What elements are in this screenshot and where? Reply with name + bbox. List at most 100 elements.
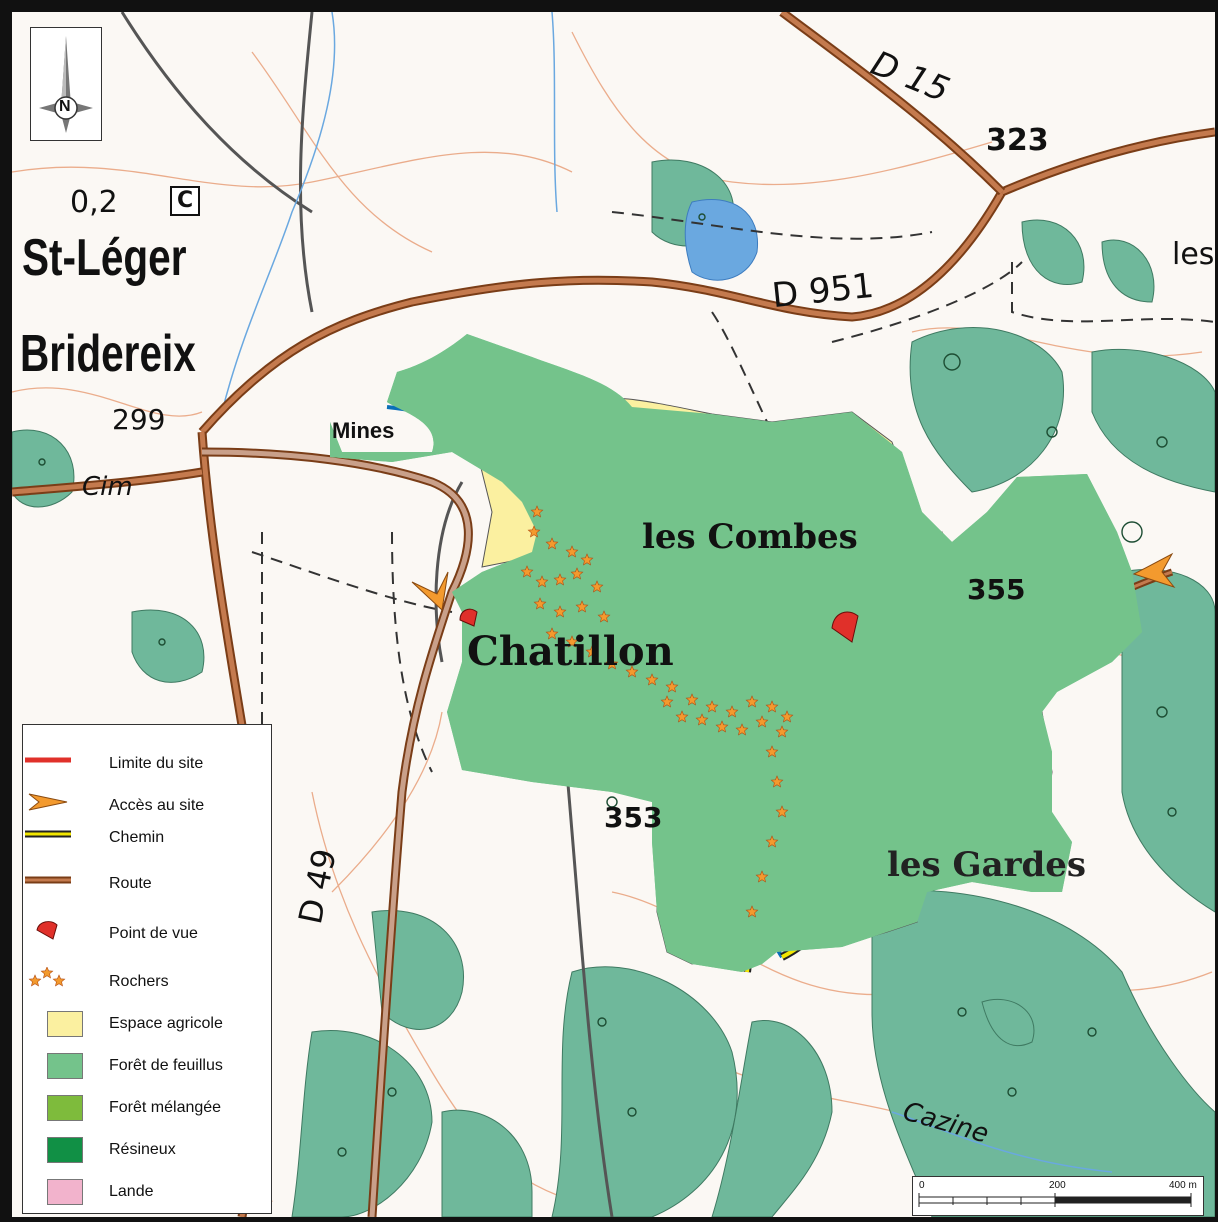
compass-icon bbox=[39, 36, 93, 133]
rock-star bbox=[533, 597, 547, 610]
legend-item-espace-agricole: Espace agricole bbox=[23, 1009, 271, 1039]
viewpoint-icon bbox=[459, 608, 478, 627]
rock-star bbox=[665, 680, 679, 693]
rock-star bbox=[530, 505, 544, 518]
place-bridereix: Bridereix bbox=[20, 325, 196, 383]
road-d951: D 951 bbox=[770, 265, 876, 317]
rock-star bbox=[625, 665, 639, 678]
legend-item-melangee: Forêt mélangée bbox=[23, 1093, 271, 1123]
yellow-double-line-icon bbox=[25, 830, 71, 838]
stars-icon bbox=[28, 967, 66, 987]
elevation-355: 355 bbox=[967, 573, 1026, 606]
rock-star bbox=[597, 610, 611, 623]
legend-item-limite: Limite du site bbox=[23, 749, 271, 779]
rock-star bbox=[775, 805, 789, 818]
cemetery-marker: C bbox=[170, 186, 201, 216]
legend-item-route: Route bbox=[23, 869, 271, 899]
rock-star bbox=[570, 567, 584, 580]
swatch-lande bbox=[47, 1179, 83, 1205]
access-arrow-east bbox=[1132, 552, 1176, 588]
viewpoint-icon bbox=[831, 611, 859, 643]
streams bbox=[221, 12, 1113, 1173]
rock-star bbox=[553, 605, 567, 618]
rock-star bbox=[535, 575, 549, 588]
rock-star bbox=[527, 525, 541, 538]
red-line-icon bbox=[25, 757, 71, 763]
place-les-combes: les Combes bbox=[642, 517, 858, 557]
rock-star bbox=[553, 573, 567, 586]
rock-star bbox=[545, 627, 559, 640]
rock-star bbox=[605, 657, 619, 670]
swatch-agricole bbox=[47, 1011, 83, 1037]
scale-bar: 0 200 400 m bbox=[912, 1176, 1204, 1216]
rock-star bbox=[52, 974, 66, 987]
scale-zero: 0 bbox=[919, 1180, 925, 1191]
rock-star bbox=[575, 600, 589, 613]
rock-star bbox=[545, 537, 559, 550]
place-st-leger: St-Léger bbox=[22, 229, 187, 287]
rock-star bbox=[585, 645, 599, 658]
rock-star bbox=[645, 673, 659, 686]
viewpoints bbox=[459, 608, 859, 643]
rock-star bbox=[28, 974, 42, 987]
rock-star bbox=[755, 715, 769, 728]
legend-item-resineux: Résineux bbox=[23, 1135, 271, 1165]
rock-star bbox=[520, 565, 534, 578]
legend: Limite du site Accès au site Chemin Rout… bbox=[22, 724, 272, 1214]
rock-star bbox=[695, 713, 709, 726]
rock-star bbox=[745, 905, 759, 918]
access-arrow-west bbox=[411, 571, 449, 612]
map-graphics bbox=[12, 12, 1215, 1217]
rock-star bbox=[40, 967, 54, 979]
north-label: N bbox=[59, 98, 71, 115]
swatch-melangee bbox=[47, 1095, 83, 1121]
rock-star bbox=[660, 695, 674, 708]
swatch-feuillus bbox=[47, 1053, 83, 1079]
tracks bbox=[251, 211, 1215, 773]
legend-item-point-de-vue: Point de vue bbox=[23, 919, 271, 949]
elevation-353: 353 bbox=[604, 801, 663, 834]
scale-end: 400 m bbox=[1169, 1180, 1197, 1191]
legend-item-rochers: Rochers bbox=[23, 967, 271, 997]
rock-star bbox=[715, 720, 729, 733]
scale-mid: 200 bbox=[1049, 1180, 1066, 1191]
scale-graphic bbox=[918, 1193, 1192, 1207]
orange-arrow-icon bbox=[28, 793, 68, 811]
rock-star bbox=[725, 705, 739, 718]
swatch-resineux bbox=[47, 1137, 83, 1163]
map-canvas: St-Léger Bridereix les Combes Chatillon … bbox=[12, 12, 1215, 1217]
legend-item-chemin: Chemin bbox=[23, 823, 271, 853]
rock-star bbox=[675, 710, 689, 723]
rock-star bbox=[580, 553, 594, 566]
rock-star bbox=[565, 635, 579, 648]
place-chatillon: Chatillon bbox=[467, 628, 674, 675]
legend-item-acces: Accès au site bbox=[23, 791, 271, 821]
rock-star bbox=[685, 693, 699, 706]
place-les-gardes: les Gardes bbox=[887, 845, 1087, 885]
viewpoint-icon bbox=[36, 921, 58, 940]
pond bbox=[684, 198, 759, 281]
brown-double-line-icon bbox=[25, 876, 71, 884]
elevation-323: 323 bbox=[986, 123, 1049, 158]
access-arrows bbox=[411, 552, 1176, 612]
rock-star bbox=[565, 545, 579, 558]
rock-star bbox=[775, 725, 789, 738]
rock-star bbox=[745, 695, 759, 708]
rock-star bbox=[770, 775, 784, 788]
rock-star bbox=[755, 870, 769, 883]
north-arrow: N bbox=[30, 27, 102, 141]
rock-star bbox=[765, 700, 779, 713]
rocks bbox=[520, 505, 794, 918]
rock-star bbox=[705, 700, 719, 713]
legend-item-lande: Lande bbox=[23, 1177, 271, 1207]
place-les-edge: les bbox=[1172, 237, 1215, 272]
rock-star bbox=[590, 580, 604, 593]
rock-star bbox=[780, 710, 794, 723]
place-cim: Cim bbox=[82, 472, 133, 502]
rock-star bbox=[765, 745, 779, 758]
rock-star bbox=[735, 723, 749, 736]
place-mines: Mines bbox=[332, 418, 395, 443]
legend-item-feuillus: Forêt de feuillus bbox=[23, 1051, 271, 1081]
rock-star bbox=[765, 835, 779, 848]
